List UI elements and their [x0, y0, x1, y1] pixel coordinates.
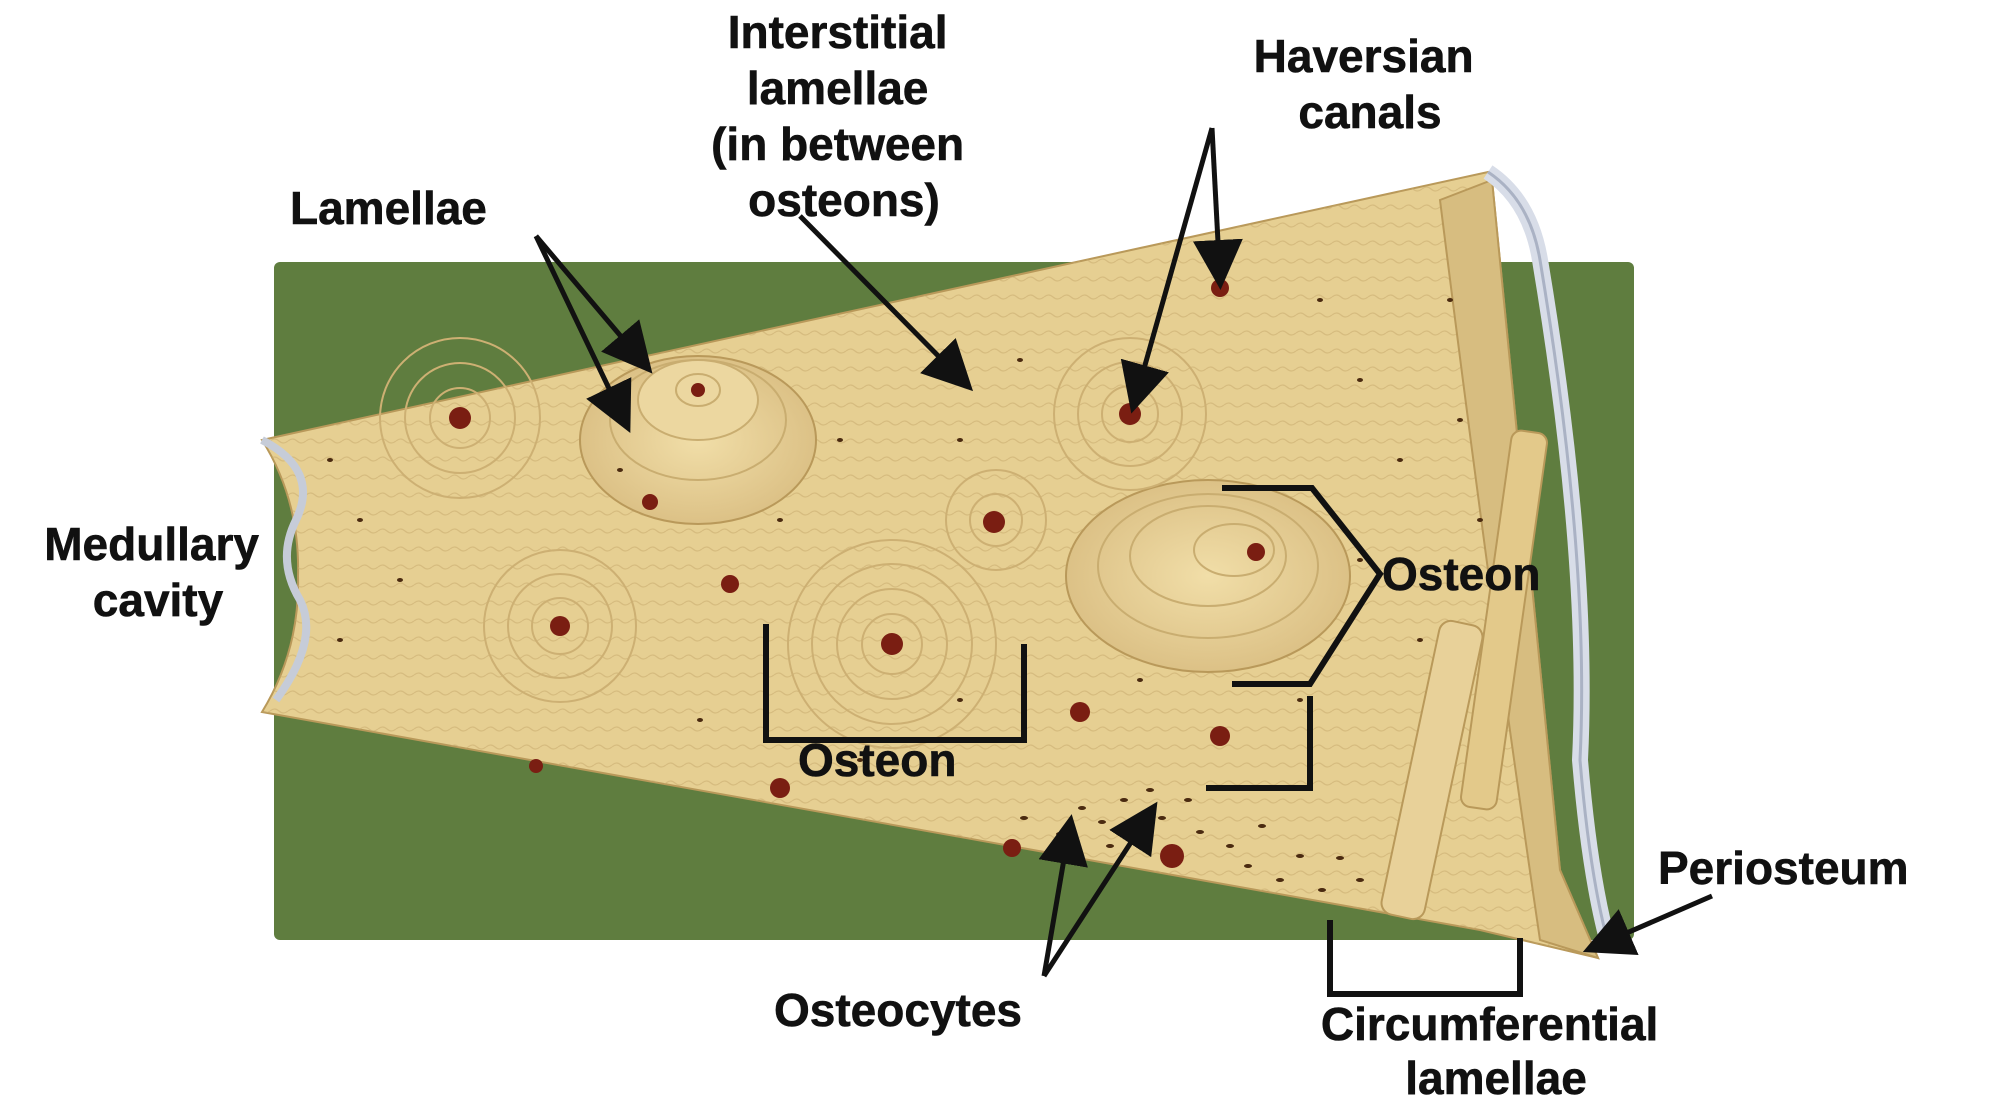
label-osteon-right: Osteon — [1382, 548, 1540, 600]
label-periosteum: Periosteum — [1658, 842, 1909, 894]
osteon-raised-right — [1066, 480, 1350, 672]
label-haversian: Haversian canals — [1254, 30, 1487, 138]
label-lamellae: Lamellae — [290, 182, 487, 234]
label-interstitial: Interstitial lamellae (in between osteon… — [711, 6, 977, 226]
label-osteon-bottom: Osteon — [798, 734, 956, 786]
label-medullary: Medullary cavity — [44, 518, 272, 626]
label-osteocytes: Osteocytes — [774, 984, 1022, 1036]
osteon-raised-left — [580, 356, 816, 524]
label-circumferential: Circumferential lamellae — [1321, 998, 1671, 1100]
